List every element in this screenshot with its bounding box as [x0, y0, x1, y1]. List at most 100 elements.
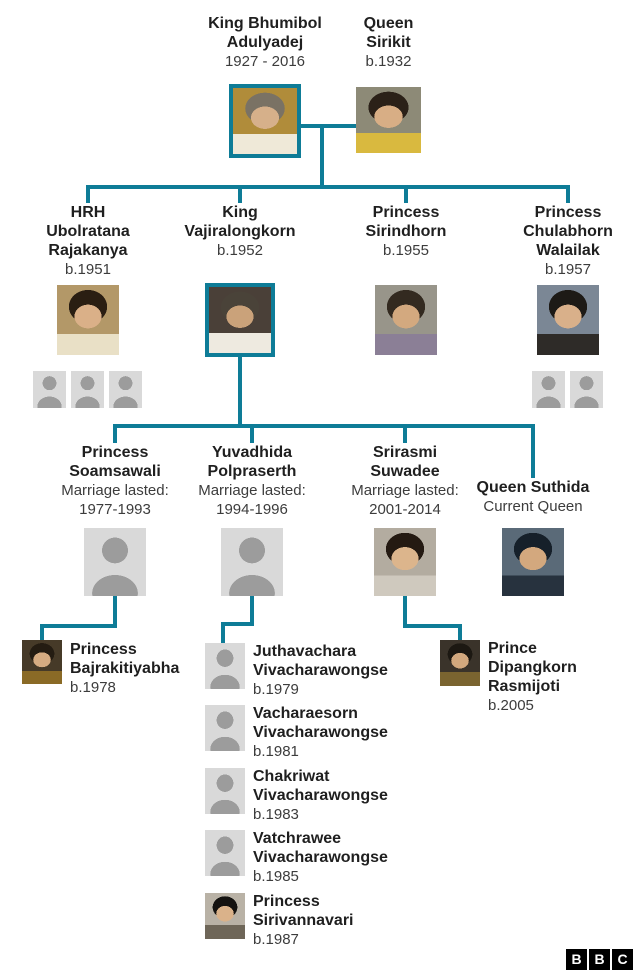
person-name: Vivacharawongse	[253, 787, 388, 804]
person-name: Bajrakitiyabha	[70, 660, 180, 677]
tree-connector	[250, 424, 254, 443]
tree-connector	[221, 622, 254, 626]
person-dates: b.1979	[253, 681, 299, 698]
photo-ubolratana	[57, 285, 119, 355]
label-dipangkorn: Prince Dipangkorn Rasmijoti b.2005	[488, 639, 633, 715]
person-name: Chulabhorn	[523, 223, 613, 240]
person-dates: b.1987	[253, 931, 299, 948]
person-dates: 1927 - 2016	[224, 53, 306, 70]
person-name: Princess	[253, 893, 320, 910]
tree-connector	[531, 424, 535, 478]
photo-chakriwat-silhouette	[205, 768, 245, 814]
tree-connector	[566, 185, 570, 203]
tree-connector	[238, 353, 242, 428]
person-dates: b.1978	[70, 679, 116, 696]
label-vacharaesorn: Vacharaesorn Vivacharawongse b.1981	[253, 704, 443, 761]
tree-connector	[250, 594, 254, 626]
person-dates: b.1983	[253, 806, 299, 823]
marriage-years: 2001-2014	[369, 501, 441, 518]
tree-connector	[86, 185, 570, 189]
tree-connector	[301, 124, 356, 128]
marriage-years: 1977-1993	[79, 501, 151, 518]
photo-vacharaesorn-silhouette	[205, 705, 245, 751]
person-dates: b.1955	[383, 242, 429, 259]
person-name: HRH	[70, 204, 106, 221]
person-dates: b.1985	[253, 868, 299, 885]
person-name: Queen Suthida	[476, 479, 590, 496]
unnamed-member-silhouette	[71, 371, 104, 408]
tree-connector	[404, 185, 408, 203]
marriage-years: 1994-1996	[216, 501, 288, 518]
person-name: Vivacharawongse	[253, 662, 388, 679]
bbc-logo-block: C	[612, 949, 633, 970]
bbc-logo-block: B	[589, 949, 610, 970]
person-name: Sirikit	[366, 34, 411, 51]
label-sirindhorn: Princess Sirindhorn b.1955	[331, 203, 481, 260]
photo-king-bhumibol	[229, 84, 301, 158]
photo-chulabhorn	[537, 285, 599, 355]
person-name: King Bhumibol	[208, 15, 322, 32]
person-name: Vivacharawongse	[253, 724, 388, 741]
unnamed-member-silhouette	[532, 371, 565, 408]
person-name: Ubolratana	[46, 223, 130, 240]
tree-connector	[403, 624, 462, 628]
tree-connector	[40, 624, 117, 628]
label-suthida: Queen Suthida Current Queen	[463, 478, 603, 516]
person-name: Princess	[372, 204, 440, 221]
person-dates: b.1981	[253, 743, 299, 760]
photo-srirasmi	[374, 528, 436, 596]
person-name: Adulyadej	[226, 34, 304, 51]
photo-queen-sirikit	[356, 87, 421, 153]
tree-connector	[86, 185, 90, 203]
person-name: Polpraserth	[207, 463, 297, 480]
label-chakriwat: Chakriwat Vivacharawongse b.1983	[253, 767, 443, 824]
tree-connector	[403, 594, 407, 628]
tree-connector	[40, 624, 44, 642]
person-status: Current Queen	[483, 498, 583, 515]
marriage-label: Marriage lasted:	[198, 482, 306, 499]
person-name: Walailak	[536, 242, 600, 259]
photo-dipangkorn	[440, 640, 480, 686]
tree-connector	[113, 424, 535, 428]
person-name: Princess	[534, 204, 602, 221]
label-ubolratana: HRH Ubolratana Rajakanya b.1951	[13, 203, 163, 279]
person-dates: b.1932	[365, 53, 412, 70]
tree-connector	[113, 594, 117, 628]
tree-connector	[458, 624, 462, 642]
photo-yuvadhida-silhouette	[221, 528, 283, 596]
unnamed-member-silhouette	[109, 371, 142, 408]
person-name: Yuvadhida	[211, 444, 293, 461]
person-name: Princess	[70, 641, 137, 658]
person-name: Chakriwat	[253, 768, 330, 785]
person-name: Sirivannavari	[253, 912, 354, 929]
person-name: Vajiralongkorn	[184, 223, 296, 240]
person-name: Soamsawali	[69, 463, 161, 480]
person-name: Vacharaesorn	[253, 705, 358, 722]
person-dates: b.1952	[217, 242, 263, 259]
person-name: Prince	[488, 640, 537, 657]
person-dates: b.2005	[488, 697, 534, 714]
label-juthavachara: Juthavachara Vivacharawongse b.1979	[253, 642, 443, 699]
tree-connector	[403, 424, 407, 443]
tree-connector	[320, 124, 324, 189]
label-yuvadhida: Yuvadhida Polpraserth Marriage lasted: 1…	[182, 443, 322, 519]
tree-connector	[113, 424, 117, 443]
photo-bajrakitiyabha	[22, 640, 62, 684]
person-name: Queen	[363, 15, 414, 32]
photo-sirindhorn	[375, 285, 437, 355]
unnamed-member-silhouette	[33, 371, 66, 408]
person-name: Dipangkorn	[488, 659, 577, 676]
label-srirasmi: Srirasmi Suwadee Marriage lasted: 2001-2…	[335, 443, 475, 519]
photo-juthavachara-silhouette	[205, 643, 245, 689]
label-vajiralongkorn: King Vajiralongkorn b.1952	[165, 203, 315, 260]
unnamed-member-silhouette	[570, 371, 603, 408]
label-sirivannavari: Princess Sirivannavari b.1987	[253, 892, 443, 949]
photo-soamsawali-silhouette	[84, 528, 146, 596]
person-name: Srirasmi	[372, 444, 438, 461]
person-name: Juthavachara	[253, 643, 357, 660]
person-name: Rajakanya	[48, 242, 128, 259]
label-vatchrawee: Vatchrawee Vivacharawongse b.1985	[253, 829, 443, 886]
label-king-bhumibol: King Bhumibol Adulyadej 1927 - 2016	[185, 14, 345, 71]
person-name: Rasmijoti	[488, 678, 561, 695]
marriage-label: Marriage lasted:	[351, 482, 459, 499]
